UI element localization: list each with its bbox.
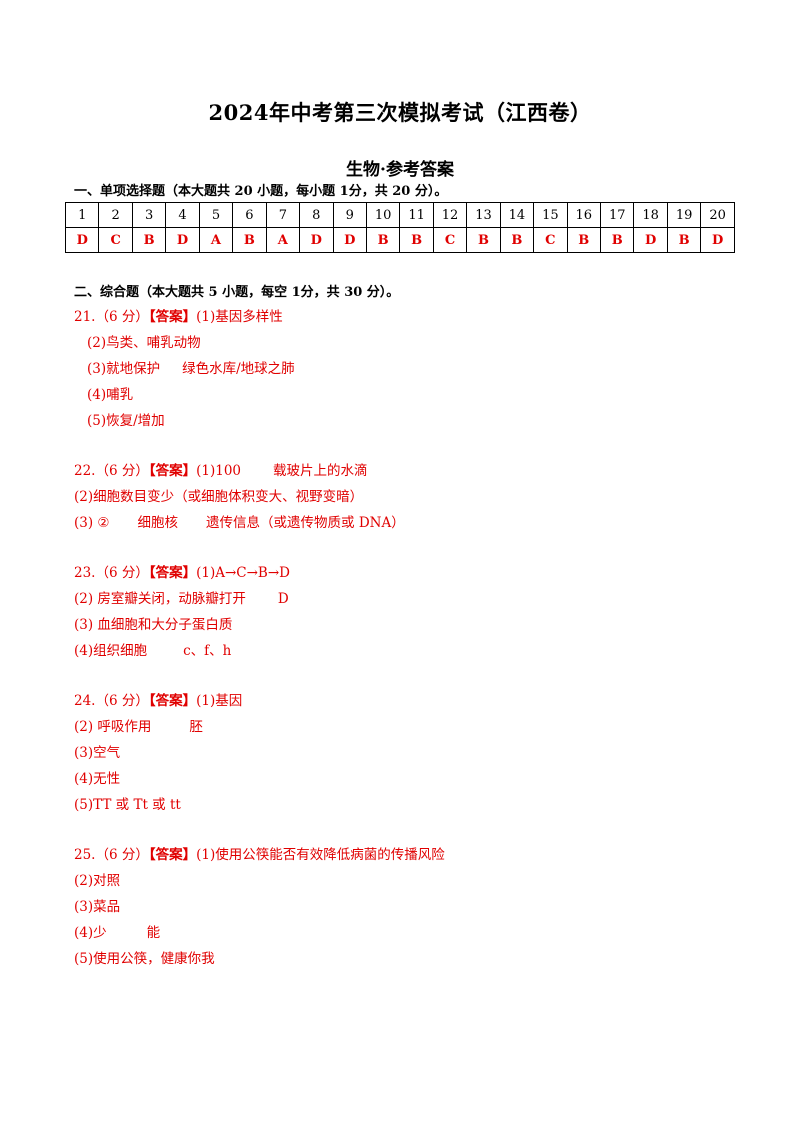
table-cell: 7: [265, 202, 301, 228]
table-cell: 8: [299, 202, 334, 228]
question-number-row: 1 2 3 4 5 6 7 8 9 10 11 12 13 14 15 16 1…: [64, 202, 735, 228]
question-number: 22.（6 分）: [74, 463, 149, 479]
answer-text: (3)菜品: [74, 899, 121, 915]
table-cell: 16: [566, 202, 602, 228]
q25-line-1: 25.（6 分）【答案】(1)使用公筷能否有效降低病菌的传播风险: [74, 843, 445, 863]
answer-text: 胚: [189, 719, 203, 735]
section-2-heading: 二、综合题（本大题共 5 小题，每空 1分，共 30 分）。: [74, 285, 400, 300]
answer-text: (5)TT 或 Tt 或 tt: [74, 797, 181, 813]
table-cell: 12: [432, 202, 468, 228]
document-subtitle: 生物·参考答案: [346, 160, 454, 180]
table-cell: 13: [466, 202, 501, 228]
table-cell: 17: [599, 202, 635, 228]
table-cell: 5: [198, 202, 234, 228]
table-cell: 1: [64, 202, 100, 228]
answer-tag: 【答案】: [148, 847, 197, 863]
q23-line-4: (4)组织细胞 c、f、h: [74, 639, 231, 659]
q25-line-4: (4)少 能: [74, 921, 160, 941]
table-cell: 4: [165, 202, 200, 228]
answer-text: (1)100: [196, 463, 241, 479]
q22-line-1: 22.（6 分）【答案】(1)100 载玻片上的水滴: [74, 459, 368, 479]
answer-tag: 【答案】: [148, 463, 197, 479]
answer-cell: D: [64, 227, 100, 253]
q24-line-1: 24.（6 分）【答案】(1)基因: [74, 689, 242, 709]
answer-cell: B: [466, 227, 501, 253]
table-cell: 11: [399, 202, 434, 228]
question-number: 21.（6 分）: [74, 309, 149, 325]
answer-cell: D: [165, 227, 200, 253]
answer-text: 载玻片上的水滴: [273, 463, 368, 479]
answer-cell: D: [633, 227, 668, 253]
table-cell: 3: [131, 202, 167, 228]
answer-cell: C: [432, 227, 468, 253]
section-1-heading: 一、单项选择题（本大题共 20 小题，每小题 1分，共 20 分）。: [74, 184, 448, 199]
answer-cell: B: [131, 227, 167, 253]
answer-text: (1)基因: [196, 693, 243, 709]
answer-text: (3)空气: [74, 745, 121, 761]
answer-text: (5)恢复/增加: [87, 413, 165, 429]
answer-text: D: [277, 591, 289, 607]
answer-text: (5)使用公筷，健康你我: [74, 951, 215, 967]
answer-text: 能: [146, 925, 161, 941]
answer-cell: B: [499, 227, 535, 253]
answer-cell: D: [299, 227, 334, 253]
table-cell: 19: [666, 202, 702, 228]
answer-text: (3) 血细胞和大分子蛋白质: [74, 617, 233, 633]
table-cell: 9: [332, 202, 367, 228]
answer-text: (2)细胞数目变少（或细胞体积变大、视野变暗）: [74, 489, 364, 505]
answer-text: (2)对照: [74, 873, 121, 889]
answer-text: 绿色水库/地球之肺: [182, 361, 295, 377]
question-number: 23.（6 分）: [74, 565, 149, 581]
table-cell: 2: [98, 202, 133, 228]
q22-line-3: (3) ② 细胞核 遗传信息（或遗传物质或 DNA）: [74, 511, 405, 531]
answer-text: (2)鸟类、哺乳动物: [87, 335, 201, 351]
answer-cell: B: [666, 227, 702, 253]
q24-line-2: (2) 呼吸作用 胚: [74, 715, 203, 735]
answer-cell: C: [98, 227, 133, 253]
answer-text: (2) 呼吸作用: [74, 719, 152, 735]
answer-cell: A: [265, 227, 301, 253]
answer-cell: B: [566, 227, 602, 253]
answer-cell: D: [700, 227, 735, 253]
answer-cell: D: [332, 227, 367, 253]
answer-cell: B: [232, 227, 267, 253]
q21-line-1: 21.（6 分）【答案】(1)基因多样性: [74, 305, 283, 325]
table-cell: 18: [633, 202, 668, 228]
answer-tag: 【答案】: [148, 565, 197, 581]
answer-tag: 【答案】: [148, 309, 197, 325]
table-cell: 6: [232, 202, 267, 228]
answer-cell: B: [599, 227, 635, 253]
answer-text: (3) ②: [74, 515, 110, 531]
answer-row: D C B D A B A D D B B C B B C B B D B D: [64, 227, 735, 253]
answer-text: (4)哺乳: [87, 387, 134, 403]
answer-text: (4)组织细胞: [74, 643, 148, 659]
table-cell: 10: [365, 202, 401, 228]
answer-text: c、f、h: [183, 643, 232, 659]
question-number: 25.（6 分）: [74, 847, 149, 863]
answer-text: 细胞核: [137, 515, 179, 531]
answer-cell: C: [533, 227, 568, 253]
answer-text: (1)A→C→B→D: [196, 565, 290, 581]
q23-line-2: (2) 房室瓣关闭，动脉瓣打开 D: [74, 587, 289, 607]
table-cell: 20: [700, 202, 735, 228]
answer-text: (2) 房室瓣关闭，动脉瓣打开: [74, 591, 246, 607]
answer-cell: B: [399, 227, 434, 253]
answer-text: (1)使用公筷能否有效降低病菌的传播风险: [196, 847, 445, 863]
answer-text: (4)少: [74, 925, 107, 941]
question-number: 24.（6 分）: [74, 693, 149, 709]
answer-text: 遗传信息（或遗传物质或 DNA）: [206, 515, 405, 531]
q21-line-3: (3)就地保护 绿色水库/地球之肺: [87, 357, 295, 377]
answer-table: 1 2 3 4 5 6 7 8 9 10 11 12 13 14 15 16 1…: [64, 202, 735, 253]
answer-tag: 【答案】: [148, 693, 197, 709]
document-title: 2024年中考第三次模拟考试（江西卷）: [208, 100, 592, 125]
answer-text: (3)就地保护: [87, 361, 161, 377]
answer-text: (4)无性: [74, 771, 121, 787]
answer-cell: A: [198, 227, 234, 253]
table-cell: 14: [499, 202, 535, 228]
table-cell: 15: [533, 202, 568, 228]
answer-cell: B: [365, 227, 401, 253]
q23-line-1: 23.（6 分）【答案】(1)A→C→B→D: [74, 561, 290, 581]
answer-text: (1)基因多样性: [196, 309, 283, 325]
